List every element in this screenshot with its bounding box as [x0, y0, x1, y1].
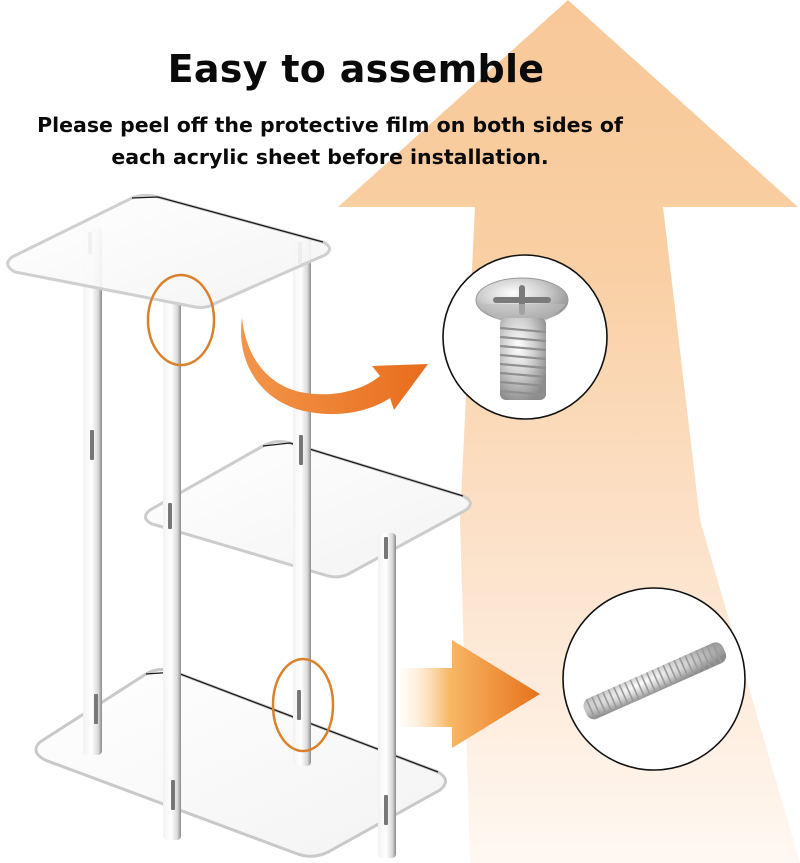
screw-callout — [442, 254, 608, 420]
threaded-rod-icon — [583, 642, 727, 720]
instruction-line-2: each acrylic sheet before installation. — [111, 145, 549, 169]
right-arrow-icon — [400, 640, 540, 748]
instruction-text: Please peel off the protective film on b… — [0, 109, 660, 173]
rod-left-front — [163, 300, 181, 840]
curved-arrow-icon — [241, 318, 428, 415]
top-shelf — [6, 193, 331, 309]
rod-right-back — [293, 238, 311, 766]
threaded-rod-callout — [562, 587, 746, 771]
acrylic-rods — [83, 228, 396, 858]
rod-left-back — [83, 228, 102, 755]
highlight-ring-bottom-joint — [271, 657, 335, 753]
instruction-line-1: Please peel off the protective film on b… — [37, 113, 623, 137]
screw-icon — [475, 277, 569, 400]
highlight-ring-top-joint — [146, 273, 216, 367]
page-title: Easy to assemble — [167, 47, 545, 91]
rod-right-front — [378, 533, 396, 858]
